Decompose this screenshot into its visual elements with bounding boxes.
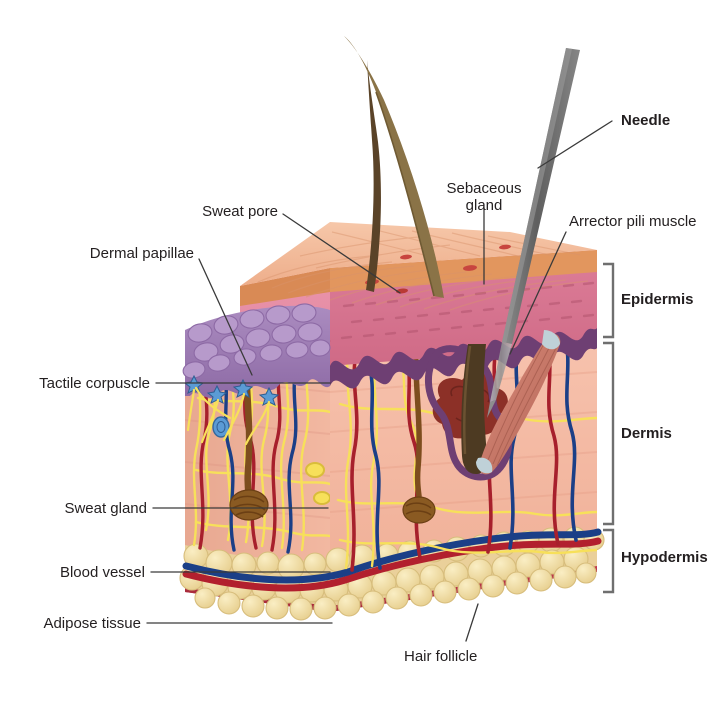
label-arrector-pili-muscle: Arrector pili muscle <box>569 213 697 230</box>
hair-shafts <box>344 36 444 298</box>
dermal-papillae <box>182 303 331 446</box>
label-sweat-pore: Sweat pore <box>202 203 278 220</box>
nerve-endings <box>305 462 330 505</box>
hypodermic-needle <box>487 48 580 418</box>
basal-layer-boundary <box>330 328 597 389</box>
bracket-hypodermis <box>603 528 615 594</box>
label-epidermis: Epidermis <box>621 291 694 308</box>
label-dermis: Dermis <box>621 425 672 442</box>
label-adipose-tissue: Adipose tissue <box>43 615 141 632</box>
tactile-corpuscle-stars <box>183 374 280 406</box>
bracket-epidermis <box>603 262 615 339</box>
dermis-left-contents <box>192 332 330 554</box>
skin-surface-texture <box>257 228 589 311</box>
label-dermal-papillae: Dermal papillae <box>89 245 194 262</box>
arrector-pili-muscle <box>476 330 561 475</box>
label-hair-follicle: Hair follicle <box>404 648 478 665</box>
bracket-dermis <box>603 341 615 526</box>
label-hypodermis: Hypodermis <box>621 549 708 566</box>
tactile-corpuscle <box>212 416 230 438</box>
label-sweat-gland: Sweat gland <box>64 500 147 517</box>
label-needle: Needle <box>621 112 671 129</box>
leader-sweat-pore <box>282 213 401 294</box>
leader-hair-follicle <box>465 603 479 642</box>
hair-follicle <box>461 344 488 474</box>
leader-needle <box>537 120 613 169</box>
leader-dermal-papillae <box>198 258 253 376</box>
leader-lines <box>146 120 613 642</box>
hypodermis-blood-vessels <box>182 528 602 592</box>
label-blood-vessel: Blood vessel <box>59 564 145 581</box>
label-sebaceous-gland: Sebaceous gland <box>446 180 522 214</box>
layer-brackets <box>603 262 615 594</box>
leader-arrector-pili <box>509 231 567 355</box>
label-tactile-corpuscle: Tactile corpuscle <box>39 375 150 392</box>
hair-follicle-wall <box>424 345 513 481</box>
